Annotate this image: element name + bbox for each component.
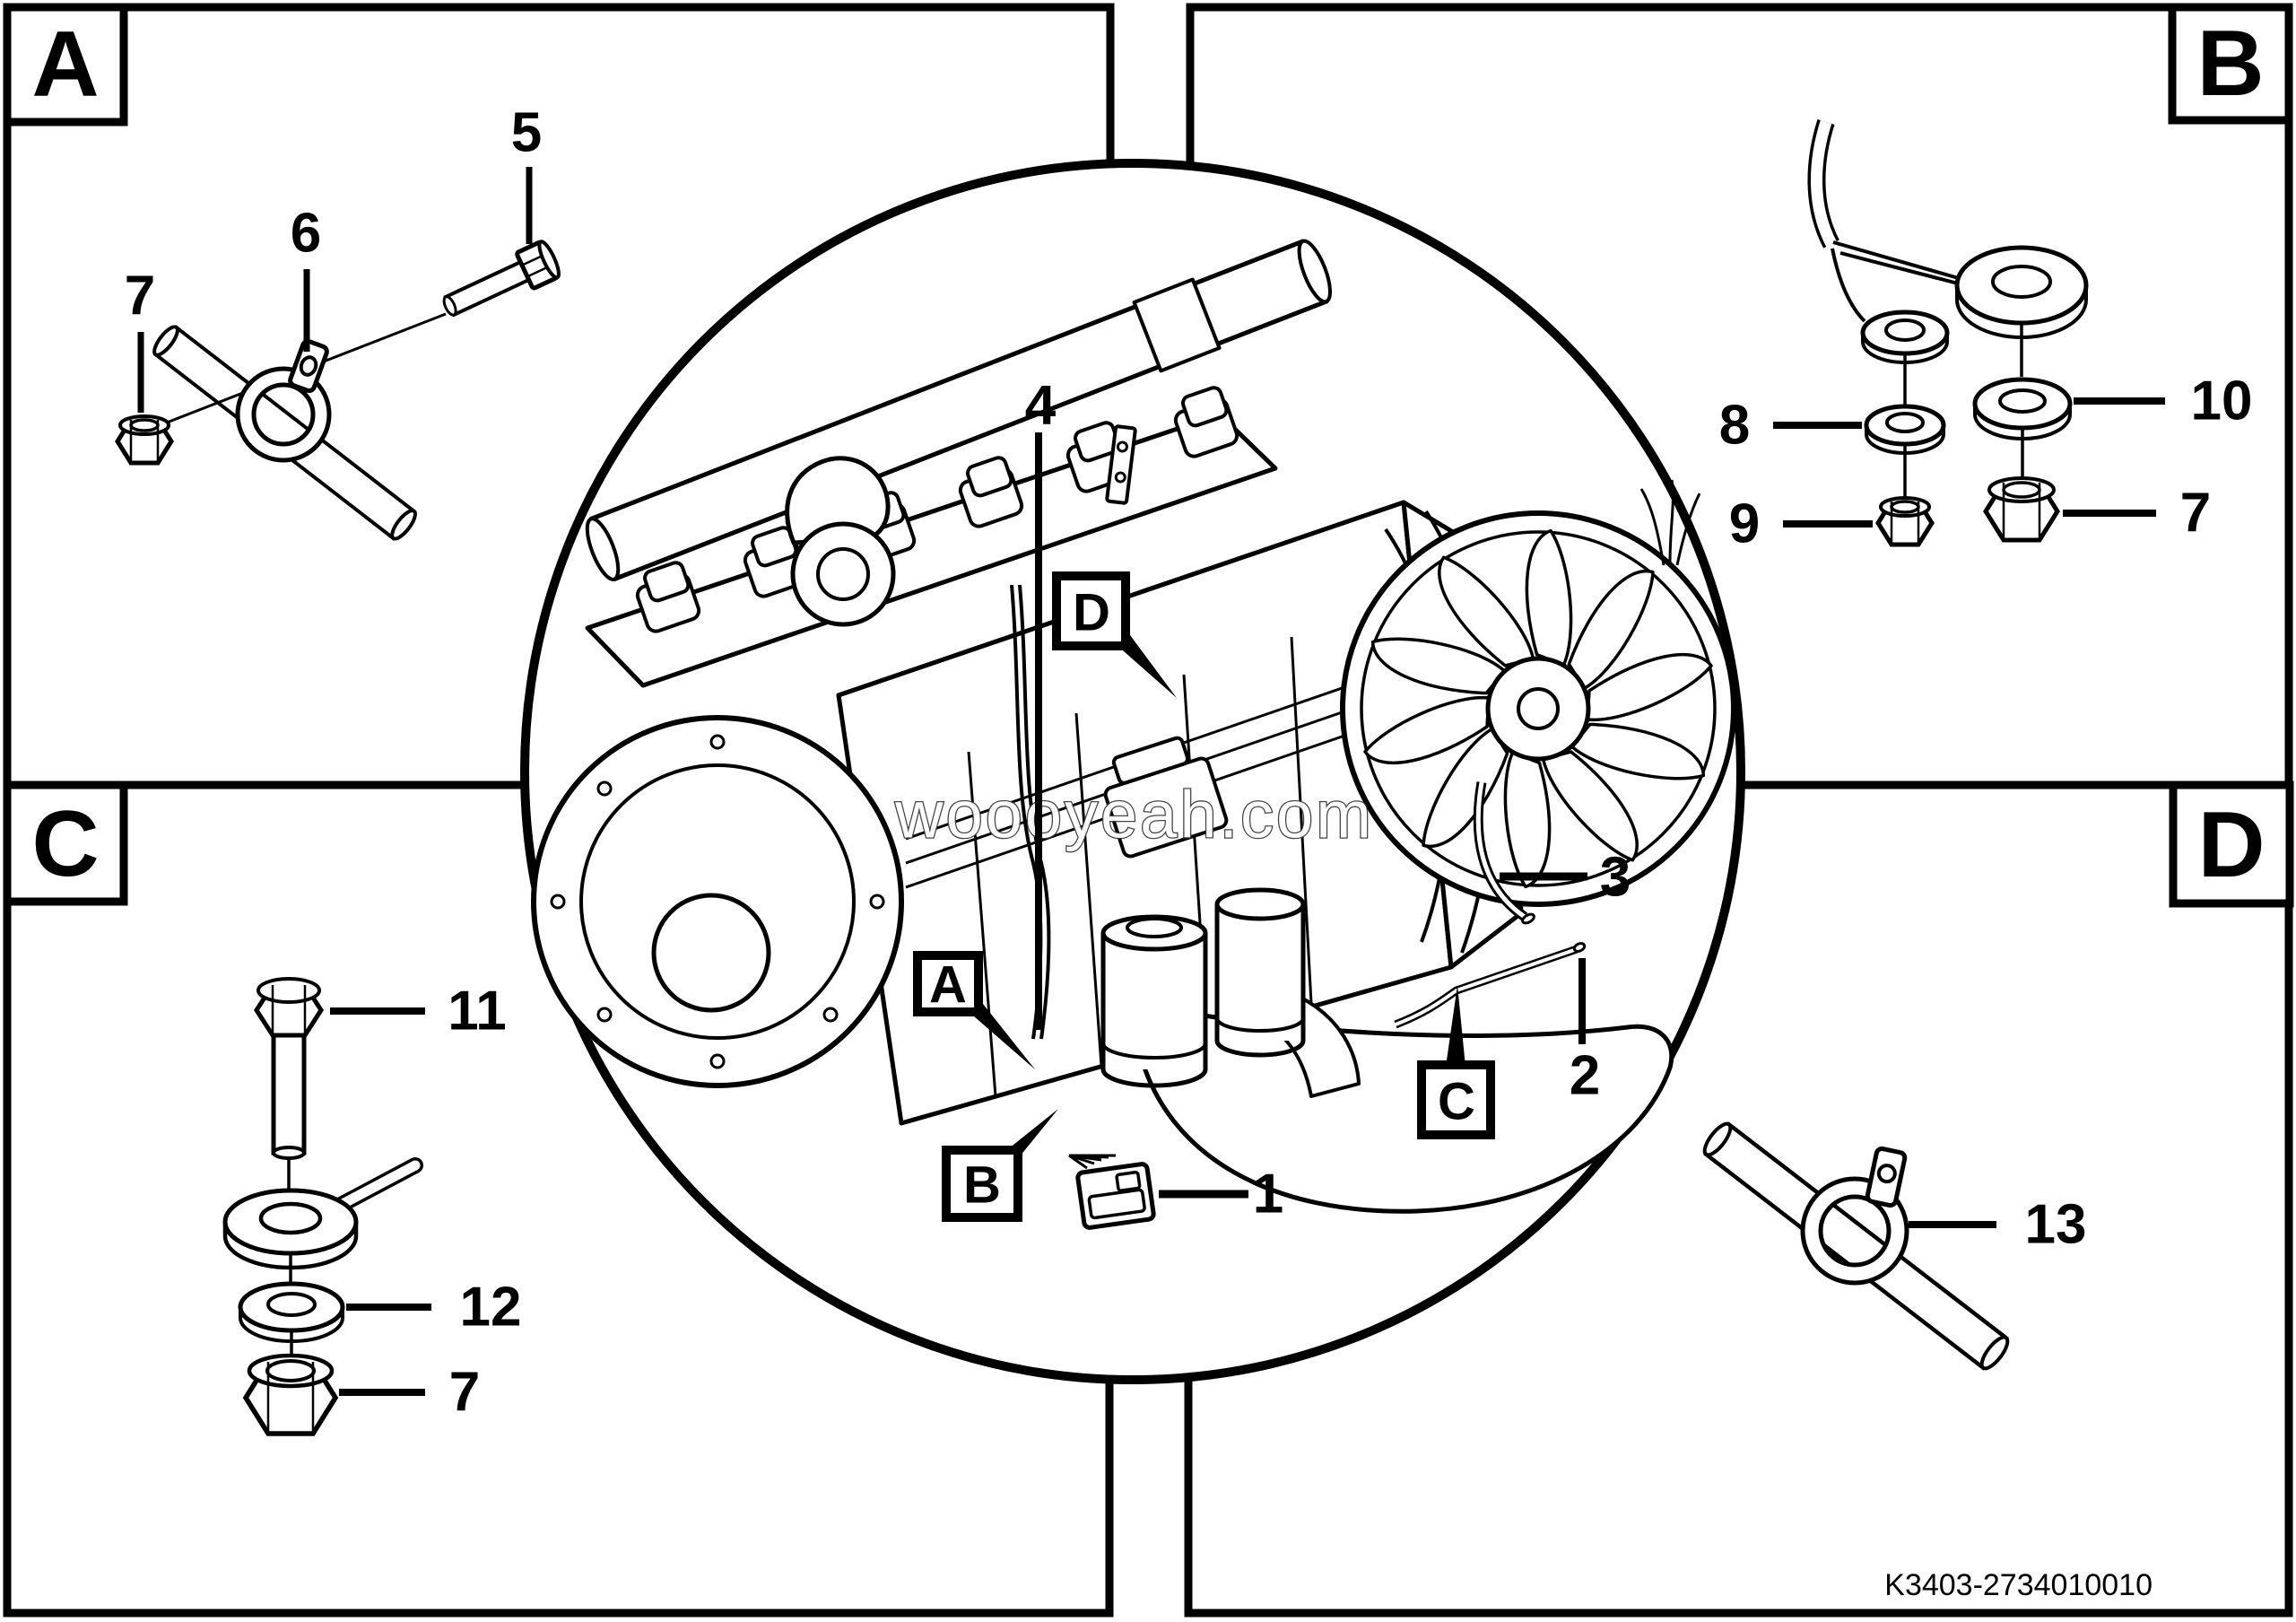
part-6-number: 6: [291, 203, 321, 265]
callout-pointer-d: [1116, 635, 1177, 698]
washer-12-illustration: [238, 1281, 345, 1343]
washer-stack-left: [1860, 310, 1950, 547]
engine-callouts: D A B C: [913, 571, 1495, 1222]
quadrant-c-label-box: [3, 780, 128, 906]
callout-pointer-c: [1446, 985, 1465, 1067]
washer-stack-right: [1954, 245, 2089, 543]
strap-illustration: [1807, 118, 1962, 323]
flywheel: [531, 715, 904, 1088]
tube-2: [1394, 942, 1587, 1029]
part-1-number: 1: [1253, 1164, 1283, 1225]
watermark-text: woooyeah.com: [894, 778, 1374, 852]
quadrant-b-label: B: [2196, 12, 2264, 116]
drawing-number: K3403-2734010010: [1884, 1568, 2152, 1602]
hose-3: [1473, 781, 1535, 925]
callout-pointer-a: [967, 999, 1035, 1069]
part-10-number: 10: [2191, 371, 2253, 432]
part-2-number: 2: [1570, 1045, 1600, 1107]
part-7b-number: 7: [2180, 483, 2211, 545]
callout-c-label: C: [1438, 1073, 1475, 1131]
part-11-number: 11: [448, 981, 507, 1042]
part-4-number: 4: [1025, 375, 1057, 437]
part-12-number: 12: [460, 1277, 522, 1339]
quadrant-c-label: C: [31, 792, 99, 896]
pipe-illustration-d: [1702, 1121, 2010, 1371]
quadrant-c-parts: 11 12 7: [222, 977, 522, 1436]
clamp-13-illustration: [1800, 1146, 1909, 1286]
part-7c-number: 7: [449, 1362, 480, 1424]
quadrant-b-parts: 8 9 10 7: [1719, 118, 2253, 555]
callout-box-a: [913, 951, 983, 1016]
part-9-number: 9: [1729, 493, 1760, 555]
washer-with-pin-illustration: [222, 1157, 423, 1270]
oil-filters: [1100, 887, 1306, 1088]
part-3-number: 3: [1600, 847, 1631, 909]
nut-7a-illustration: [115, 414, 174, 466]
quadrant-d-parts: 13: [1702, 1121, 2087, 1371]
callout-box-b: [942, 1146, 1022, 1222]
bolt-11-illustration: [254, 977, 324, 1160]
quadrant-d-label: D: [2197, 793, 2265, 897]
bolt-5-illustration: [442, 240, 561, 318]
corner-label-boxes: A B C D: [3, 3, 2294, 908]
quadrant-a-label-box: [3, 3, 128, 126]
callout-box-d: [1052, 571, 1130, 650]
engine-illustration: [531, 239, 1736, 1230]
quadrant-a-parts: 5 6 7: [115, 102, 561, 541]
cooling-fan: [1340, 510, 1736, 907]
callout-box-c: [1417, 1060, 1495, 1139]
quadrant-b-label-box: [2168, 3, 2293, 125]
intake-pipe: [585, 239, 1333, 582]
quadrant-d-label-box: [2169, 780, 2294, 908]
part-7a-number: 7: [125, 266, 155, 327]
engine-number-callouts: 4 1 2 3: [1025, 375, 1631, 1225]
part-13-number: 13: [2025, 1194, 2087, 1256]
callout-b-label: B: [963, 1156, 1001, 1215]
nut-7c-illustration: [242, 1353, 339, 1436]
quadrant-a-label: A: [31, 13, 99, 117]
clamp-6-illustration: [235, 338, 332, 463]
callout-a-label: A: [929, 956, 967, 1015]
connector-1: [1068, 1154, 1156, 1230]
part-8-number: 8: [1719, 395, 1750, 457]
part-5-number: 5: [511, 102, 542, 164]
callout-d-label: D: [1073, 584, 1110, 642]
